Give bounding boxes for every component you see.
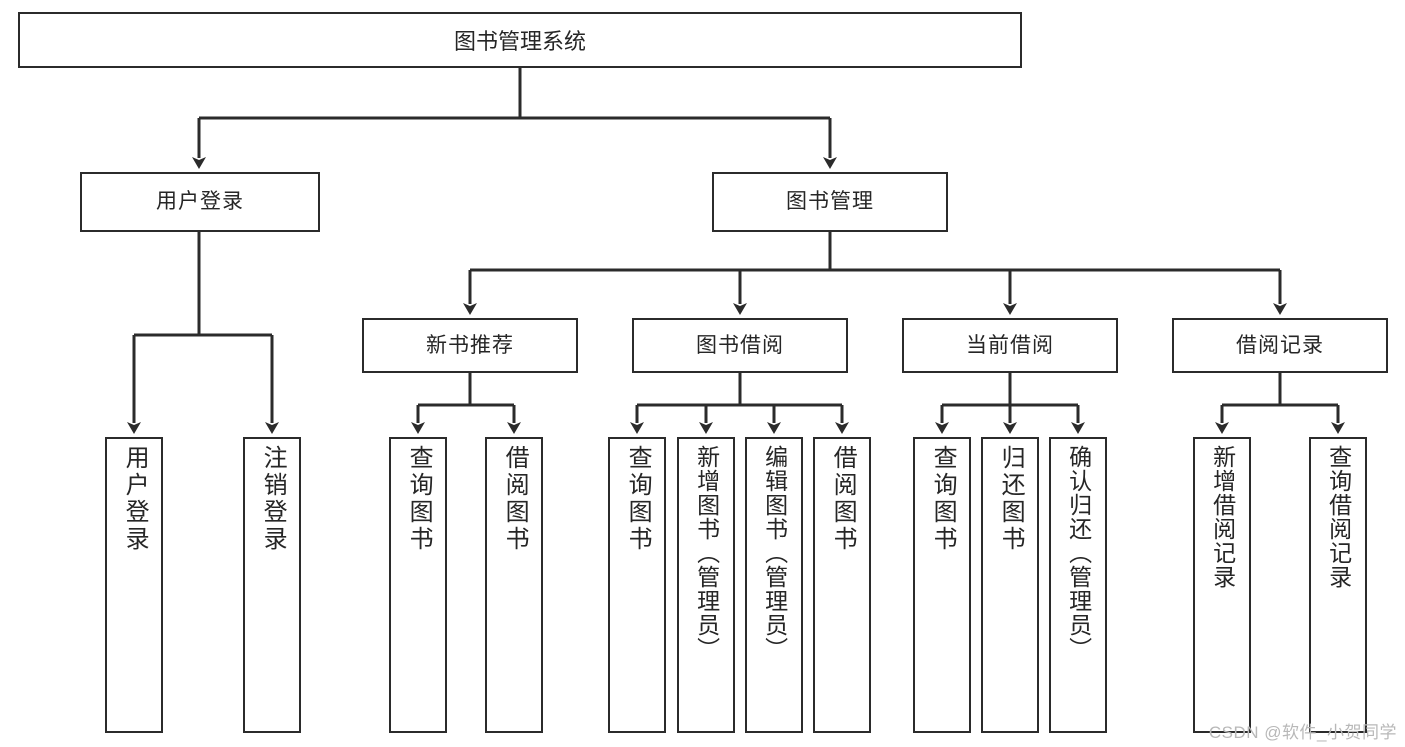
leaf-confirm-return-admin[interactable]: 确认归还（管理员） (1049, 437, 1107, 733)
node-label: 查询图书 (929, 445, 957, 553)
node-label: 新书推荐 (426, 333, 514, 357)
node-label: 新增图书（管理员） (693, 445, 720, 661)
node-label: 新增借阅记录 (1209, 445, 1236, 589)
node-book-borrowing[interactable]: 图书借阅 (632, 318, 848, 373)
node-book-management[interactable]: 图书管理 (712, 172, 948, 232)
node-label: 用户登录 (156, 190, 244, 214)
node-label: 查询图书 (405, 445, 433, 553)
node-root-book-management-system[interactable]: 图书管理系统 (18, 12, 1022, 68)
node-label: 注销登录 (259, 445, 287, 553)
leaf-add-borrowing-record[interactable]: 新增借阅记录 (1193, 437, 1251, 733)
node-label: 图书管理系统 (453, 29, 586, 54)
leaf-borrow-books-borrowing[interactable]: 借阅图书 (813, 437, 871, 733)
leaf-user-login[interactable]: 用户登录 (105, 437, 163, 733)
node-label: 借阅图书 (501, 445, 529, 553)
node-label: 查询借阅记录 (1325, 445, 1352, 589)
leaf-edit-book-admin[interactable]: 编辑图书（管理员） (745, 437, 803, 733)
node-label: 借阅图书 (829, 445, 857, 553)
node-borrowing-records[interactable]: 借阅记录 (1172, 318, 1388, 373)
leaf-add-book-admin[interactable]: 新增图书（管理员） (677, 437, 735, 733)
node-new-book-recommendation[interactable]: 新书推荐 (362, 318, 578, 373)
node-label: 图书借阅 (696, 333, 784, 357)
leaf-query-borrowing-record[interactable]: 查询借阅记录 (1309, 437, 1367, 733)
node-user-login[interactable]: 用户登录 (80, 172, 320, 232)
leaf-borrow-books-recommendation[interactable]: 借阅图书 (485, 437, 543, 733)
leaf-query-books-borrowing[interactable]: 查询图书 (608, 437, 666, 733)
node-label: 确认归还（管理员） (1065, 445, 1092, 661)
leaf-return-books[interactable]: 归还图书 (981, 437, 1039, 733)
node-current-borrowing[interactable]: 当前借阅 (902, 318, 1118, 373)
leaf-logout[interactable]: 注销登录 (243, 437, 301, 733)
leaf-query-books-recommendation[interactable]: 查询图书 (389, 437, 447, 733)
node-label: 用户登录 (121, 445, 149, 553)
node-label: 归还图书 (997, 445, 1025, 553)
node-label: 当前借阅 (966, 333, 1054, 357)
leaf-query-books-current[interactable]: 查询图书 (913, 437, 971, 733)
node-label: 借阅记录 (1236, 333, 1324, 357)
node-label: 图书管理 (786, 190, 874, 214)
node-label: 查询图书 (624, 445, 652, 553)
node-label: 编辑图书（管理员） (761, 445, 788, 661)
